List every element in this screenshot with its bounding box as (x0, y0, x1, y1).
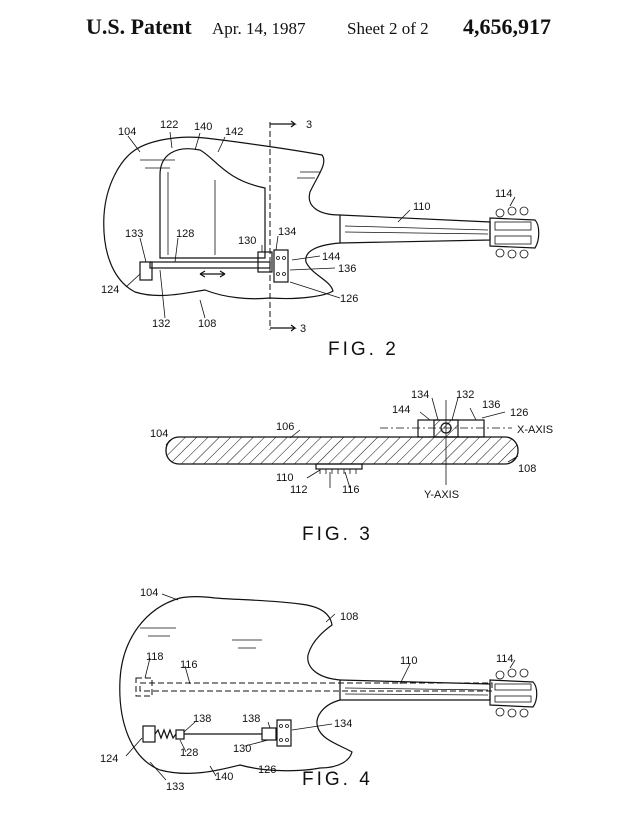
fig4-label-114: 114 (496, 653, 514, 665)
fig4-label-130: 130 (233, 743, 251, 755)
fig2-guitar-body (103, 136, 341, 300)
fig3-label-104: 104 (150, 428, 168, 440)
fig4-truss-rod (139, 682, 493, 692)
fig4-label-133: 133 (166, 781, 184, 793)
fig2-bracket (273, 249, 289, 283)
fig2-label-144: 144 (322, 251, 340, 263)
fig4-guitar-body (119, 595, 353, 774)
fig2-label-108: 108 (198, 318, 216, 330)
fig4-label-140: 140 (215, 771, 233, 783)
fig2-label-140: 140 (194, 121, 212, 133)
fig3-label-110: 110 (276, 472, 294, 484)
fig4-headstock (489, 679, 538, 708)
fig4-label-138-right: 138 (242, 713, 260, 725)
figure-4: 104 108 118 116 110 114 138 138 134 124 … (100, 587, 538, 793)
fig3-neck-bottom (315, 463, 363, 470)
figure-3: 104 106 134 132 144 136 126 X-AXIS 108 1… (150, 389, 553, 545)
fig3-label-116: 116 (342, 484, 360, 496)
fig2-section-mark-bottom: 3 (300, 323, 306, 335)
fig3-label-132: 132 (456, 389, 474, 401)
fig2-tuning-pegs (494, 206, 532, 259)
figure-2: 3 3 104 122 140 142 110 114 133 128 130 … (101, 119, 540, 360)
fig4-bracket (276, 719, 292, 747)
fig2-slide-rail (149, 261, 271, 269)
fig3-label-106: 106 (276, 421, 294, 433)
fig2-label-136: 136 (338, 263, 356, 275)
patent-date: Apr. 14, 1987 (212, 19, 306, 38)
patent-number: 4,656,917 (463, 14, 551, 39)
fig4-label-126: 126 (258, 764, 276, 776)
fig4-label-110: 110 (400, 655, 418, 667)
fig2-label-122: 122 (160, 119, 178, 131)
fig3-label-y-axis: Y-AXIS (424, 489, 459, 501)
fig2-label-114: 114 (495, 188, 513, 200)
fig4-block-128 (175, 729, 185, 740)
fig2-label-128: 128 (176, 228, 194, 240)
fig2-headstock (489, 217, 540, 249)
fig2-caption: FIG. 2 (328, 339, 399, 360)
fig2-label-142: 142 (225, 126, 243, 138)
patent-label: U.S. Patent (86, 14, 192, 39)
fig2-section-mark-top: 3 (306, 119, 312, 131)
fig4-tuning-pegs (494, 668, 532, 718)
fig4-block-124 (142, 725, 156, 743)
fig2-cavity-plate (159, 148, 266, 259)
fig4-label-116: 116 (180, 659, 198, 671)
patent-header: U.S. Patent Apr. 14, 1987 Sheet 2 of 2 4… (0, 14, 640, 46)
fig4-anchor-118 (135, 677, 153, 697)
fig3-caption: FIG. 3 (302, 524, 373, 545)
fig3-label-144: 144 (392, 404, 410, 416)
fig2-label-130: 130 (238, 235, 256, 247)
fig2-label-104: 104 (118, 126, 136, 138)
fig2-label-133: 133 (125, 228, 143, 240)
fig2-label-110: 110 (413, 201, 431, 213)
fig2-label-134: 134 (278, 226, 296, 238)
fig4-spring (154, 728, 177, 740)
fig2-guitar-neck (339, 214, 491, 244)
fig2-label-126: 126 (340, 293, 358, 305)
fig3-label-108: 108 (518, 463, 536, 475)
fig4-block-130 (261, 727, 277, 741)
fig2-label-132: 132 (152, 318, 170, 330)
fig3-label-136: 136 (482, 399, 500, 411)
sheet-indicator: Sheet 2 of 2 (347, 19, 429, 38)
fig3-body-section (165, 436, 519, 465)
fig4-label-118: 118 (146, 651, 164, 663)
fig4-label-134: 134 (334, 718, 352, 730)
fig4-label-124: 124 (100, 753, 118, 765)
fig4-label-138-left: 138 (193, 713, 211, 725)
fig2-label-124: 124 (101, 284, 119, 296)
fig4-label-128: 128 (180, 747, 198, 759)
fig3-label-x-axis: X-AXIS (517, 424, 553, 436)
fig3-label-134: 134 (411, 389, 429, 401)
fig4-label-108: 108 (340, 611, 358, 623)
fig2-block-right (257, 251, 273, 273)
fig3-label-112: 112 (290, 484, 308, 496)
fig4-caption: FIG. 4 (302, 769, 373, 790)
fig3-label-126: 126 (510, 407, 528, 419)
fig4-label-104: 104 (140, 587, 158, 599)
